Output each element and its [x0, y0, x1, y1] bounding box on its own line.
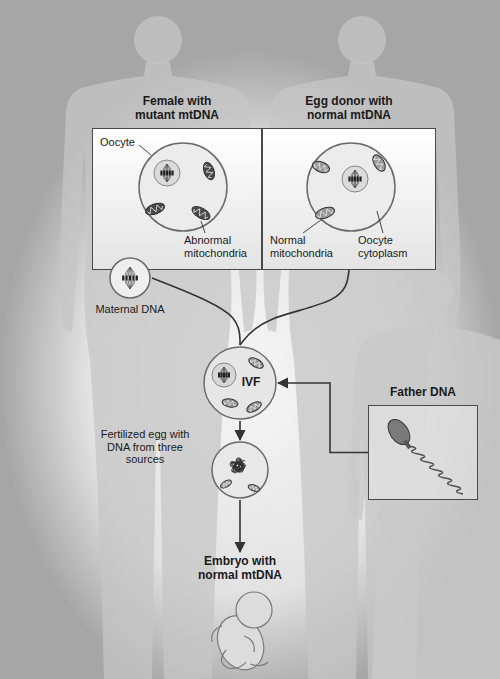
node-text: Embryo with normal mtDNA [190, 555, 290, 583]
node-shape [93, 129, 263, 271]
sperm-cell [384, 415, 463, 494]
mitochondrion [201, 161, 217, 181]
nucleus [212, 363, 236, 387]
node-shape [263, 129, 437, 271]
nucleus [154, 160, 180, 186]
text-holder: Fertilized egg with DNA from three sourc… [92, 428, 198, 466]
mitochondrion [190, 204, 212, 223]
oocyte-panel: Egg donor with normal mtDNA [262, 128, 436, 270]
sperm-box: Father DNA [368, 405, 478, 500]
mitochondrion [219, 478, 232, 489]
maternal-dna-cell: Maternal DNA [108, 256, 152, 300]
text-holder: Father DNA [373, 386, 473, 400]
father-silhouette [352, 270, 500, 679]
merge-bracket [152, 278, 240, 345]
cell-membrane [307, 143, 395, 231]
cell-membrane [204, 347, 276, 419]
leader-line [377, 211, 383, 233]
embryo-figure [209, 592, 273, 677]
flow-arrow [239, 421, 241, 440]
cell-membrane [139, 143, 227, 231]
chromatin [230, 458, 245, 473]
node-heading: Egg donor with normal mtDNA [293, 95, 405, 123]
merge-bracket [240, 270, 349, 345]
leader-line [139, 145, 151, 155]
mitochondrion [370, 153, 388, 174]
node-heading: Fertilized egg with DNA from three sourc… [92, 428, 198, 466]
spindle [348, 170, 361, 188]
leader-line [303, 220, 321, 233]
node-text: IVF [220, 376, 261, 390]
flow-arrow [278, 383, 368, 453]
text-holder: Egg donor with normal mtDNA [293, 95, 405, 123]
mitochondrion [245, 400, 263, 415]
node-heading: Maternal DNA [82, 303, 178, 316]
mitochondrion [221, 398, 238, 409]
oocyte-panel: Female with mutant mtDNA [92, 128, 262, 270]
nucleus [342, 166, 368, 192]
node-heading: Father DNA [373, 386, 473, 400]
text-holder: Maternal DNA [82, 303, 178, 316]
node-shape [369, 406, 479, 501]
spindle [160, 164, 173, 182]
mitochondrion [144, 201, 166, 217]
flow-arrow [239, 500, 241, 552]
node-shape [202, 345, 278, 421]
cell-membrane [110, 258, 150, 298]
mitochondrion [247, 483, 260, 493]
node-shape [108, 256, 152, 300]
cell-membrane [212, 442, 268, 498]
leader-line [201, 221, 205, 233]
fertilized-egg: Fertilized egg with DNA from three sourc… [210, 440, 270, 500]
ivf-egg: IVF [202, 345, 278, 421]
spindle [122, 267, 138, 289]
node-heading: Female with mutant mtDNA [127, 95, 227, 123]
node-shape [210, 440, 270, 500]
spindle [218, 367, 230, 383]
mitochondrion [311, 159, 331, 175]
embryo-caption: Embryo with normal mtDNA [180, 552, 300, 586]
mitochondrion [247, 356, 265, 371]
mitochondrion [314, 205, 336, 221]
text-holder: Female with mutant mtDNA [127, 95, 227, 123]
